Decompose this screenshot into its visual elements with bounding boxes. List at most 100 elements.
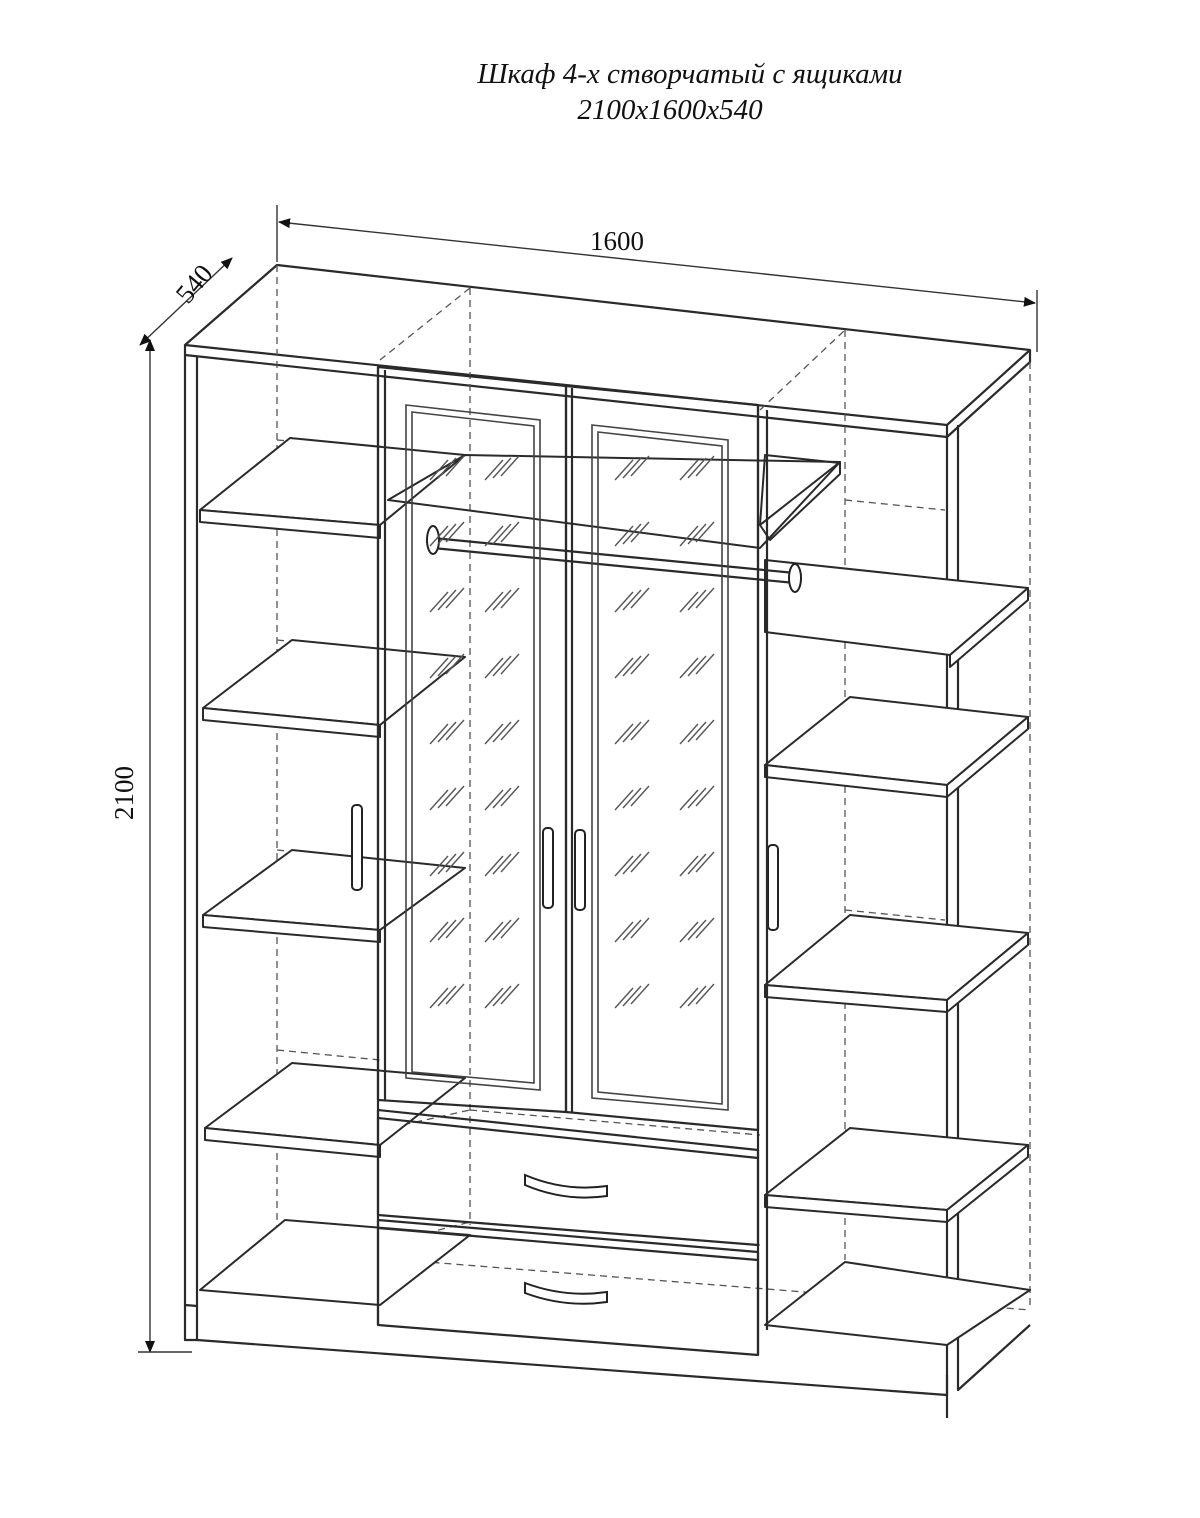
hatch-mark: [687, 523, 707, 545]
hatch-mark: [630, 917, 650, 939]
hatch-mark: [695, 917, 715, 939]
hatch-mark: [492, 655, 512, 677]
hatch-mark: [695, 521, 715, 543]
hatch-mark: [622, 523, 642, 545]
hatch-mark: [484, 459, 504, 481]
hatch-mark: [687, 721, 707, 743]
hatch-mark: [687, 853, 707, 875]
hatch-mark: [437, 457, 457, 479]
hatch-mark: [445, 587, 465, 609]
hatch-mark: [687, 655, 707, 677]
hatch-mark: [614, 591, 634, 613]
hatch-mark: [695, 653, 715, 675]
hatch-mark: [630, 521, 650, 543]
hatch-mark: [429, 591, 449, 613]
hatch-mark: [687, 985, 707, 1007]
hatch-mark: [437, 985, 457, 1007]
hatch-mark: [429, 459, 449, 481]
hatch-mark: [679, 657, 699, 679]
hatch-mark: [679, 789, 699, 811]
hatch-mark: [622, 721, 642, 743]
hatch-mark: [492, 523, 512, 545]
hatch-mark: [445, 785, 465, 807]
hatch-mark: [437, 919, 457, 941]
hatch-mark: [614, 987, 634, 1009]
hatch-mark: [437, 523, 457, 545]
hatch-mark: [437, 853, 457, 875]
hatch-mark: [679, 591, 699, 613]
hatch-mark: [622, 655, 642, 677]
hatch-mark: [614, 525, 634, 547]
hatch-mark: [500, 521, 520, 543]
hatch-mark: [484, 921, 504, 943]
hatch-mark: [630, 587, 650, 609]
height-dimension: 2100: [109, 339, 192, 1353]
hatch-mark: [492, 853, 512, 875]
hatch-mark: [492, 787, 512, 809]
depth-label: 540: [170, 259, 219, 309]
hatch-mark: [429, 657, 449, 679]
hatch-mark: [500, 983, 520, 1005]
hatch-mark: [429, 987, 449, 1009]
hatch-mark: [437, 787, 457, 809]
hatch-mark: [614, 459, 634, 481]
hatch-mark: [445, 983, 465, 1005]
hatch-mark: [500, 653, 520, 675]
hatch-mark: [614, 855, 634, 877]
hatch-mark: [687, 589, 707, 611]
right-mirror-door: [564, 384, 760, 1132]
hatch-mark: [695, 983, 715, 1005]
width-label: 1600: [590, 226, 644, 256]
hatch-mark: [679, 921, 699, 943]
hatch-mark: [445, 917, 465, 939]
hatch-mark: [679, 987, 699, 1009]
hatch-mark: [622, 457, 642, 479]
width-dimension: 1600: [276, 205, 1038, 352]
hatch-mark: [445, 851, 465, 873]
hatch-mark: [437, 655, 457, 677]
hatch-mark: [622, 589, 642, 611]
hatch-mark: [484, 657, 504, 679]
hatch-mark: [622, 985, 642, 1007]
hatch-mark: [630, 455, 650, 477]
hatch-mark: [484, 525, 504, 547]
hatch-mark: [695, 587, 715, 609]
hatch-mark: [630, 653, 650, 675]
hatch-mark: [492, 721, 512, 743]
hatch-mark: [614, 657, 634, 679]
hatch-mark: [492, 457, 512, 479]
hatch-mark: [500, 917, 520, 939]
door-handles: [351, 804, 779, 931]
hatch-mark: [695, 455, 715, 477]
hatch-mark: [500, 851, 520, 873]
drawing-title: Шкаф 4-х створчатый с ящиками: [477, 58, 903, 90]
clothes-rail: [426, 525, 802, 593]
hatch-mark: [695, 719, 715, 741]
partitions: [376, 367, 769, 1355]
hatch-mark: [687, 457, 707, 479]
hatch-mark: [614, 723, 634, 745]
hatch-mark: [429, 525, 449, 547]
hatch-mark: [484, 855, 504, 877]
hatch-mark: [695, 785, 715, 807]
height-label: 2100: [109, 766, 139, 820]
hatch-mark: [484, 591, 504, 613]
hatch-mark: [429, 921, 449, 943]
drawing-dimensions-caption: 2100x1600x540: [577, 94, 763, 126]
hatch-mark: [679, 525, 699, 547]
hatch-mark: [679, 723, 699, 745]
left-mirror-door: [376, 365, 568, 1114]
hatch-mark: [445, 521, 465, 543]
hatch-mark: [614, 789, 634, 811]
hatch-mark: [687, 787, 707, 809]
hatch-mark: [622, 919, 642, 941]
hatch-mark: [484, 987, 504, 1009]
hatch-mark: [437, 589, 457, 611]
hatch-mark: [484, 789, 504, 811]
hatch-mark: [630, 719, 650, 741]
hatch-mark: [614, 921, 634, 943]
hatch-mark: [484, 723, 504, 745]
hatch-mark: [679, 855, 699, 877]
right-shelves: [759, 454, 1031, 1346]
hatch-mark: [500, 587, 520, 609]
